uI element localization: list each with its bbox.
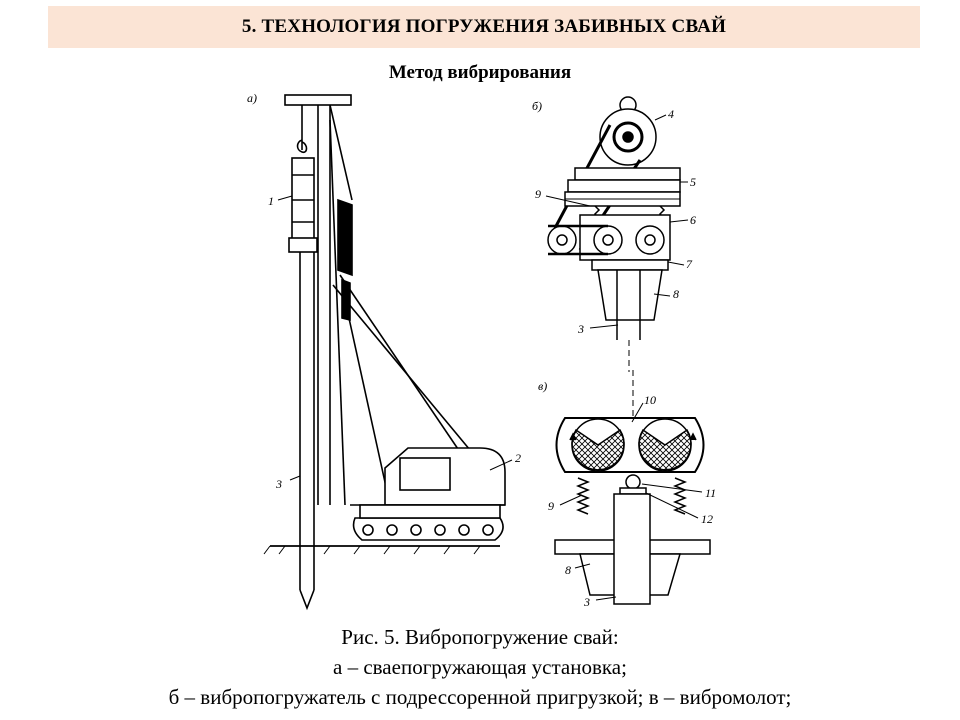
slide-title: 5. ТЕХНОЛОГИЯ ПОГРУЖЕНИЯ ЗАБИВНЫХ СВАЙ [241, 16, 727, 37]
figure-caption-item-b-v: б – вибропогружатель с подрессоренной пр… [168, 685, 792, 709]
panel-label-a: а) [247, 91, 257, 105]
callout-11: 11 [705, 486, 716, 500]
panel-v-vibrohammer: в) 10 9 11 12 8 3 [538, 370, 716, 609]
callout-7: 7 [686, 257, 693, 271]
callout-10: 10 [644, 393, 656, 407]
callout-3b: 3 [577, 322, 584, 336]
callout-9b: 9 [535, 187, 541, 201]
callout-5: 5 [690, 175, 696, 189]
callout-8c: 8 [565, 563, 571, 577]
callout-3a: 3 [275, 477, 282, 491]
panel-a-pile-rig: а) [247, 91, 521, 611]
callout-3c: 3 [583, 595, 590, 609]
callout-12: 12 [701, 512, 713, 526]
callout-4: 4 [668, 107, 674, 121]
panel-label-v: в) [538, 379, 547, 393]
header-bar: 5. ТЕХНОЛОГИЯ ПОГРУЖЕНИЯ ЗАБИВНЫХ СВАЙ [48, 6, 920, 48]
figure-caption-item-a: а – сваепогружающая установка; [333, 655, 627, 679]
pile-driving-figure: а) [247, 91, 716, 611]
panel-label-b: б) [532, 99, 542, 113]
callout-8b: 8 [673, 287, 679, 301]
callout-1: 1 [268, 194, 274, 208]
callout-2: 2 [515, 451, 521, 465]
panel-b-vibrodriver: б) 4 5 6 [532, 96, 696, 372]
slide-subtitle: Метод вибрирования [388, 62, 572, 83]
callout-6: 6 [690, 213, 696, 227]
figure-caption-title: Рис. 5. Вибропогружение свай: [341, 625, 619, 649]
callout-9c: 9 [548, 499, 554, 513]
